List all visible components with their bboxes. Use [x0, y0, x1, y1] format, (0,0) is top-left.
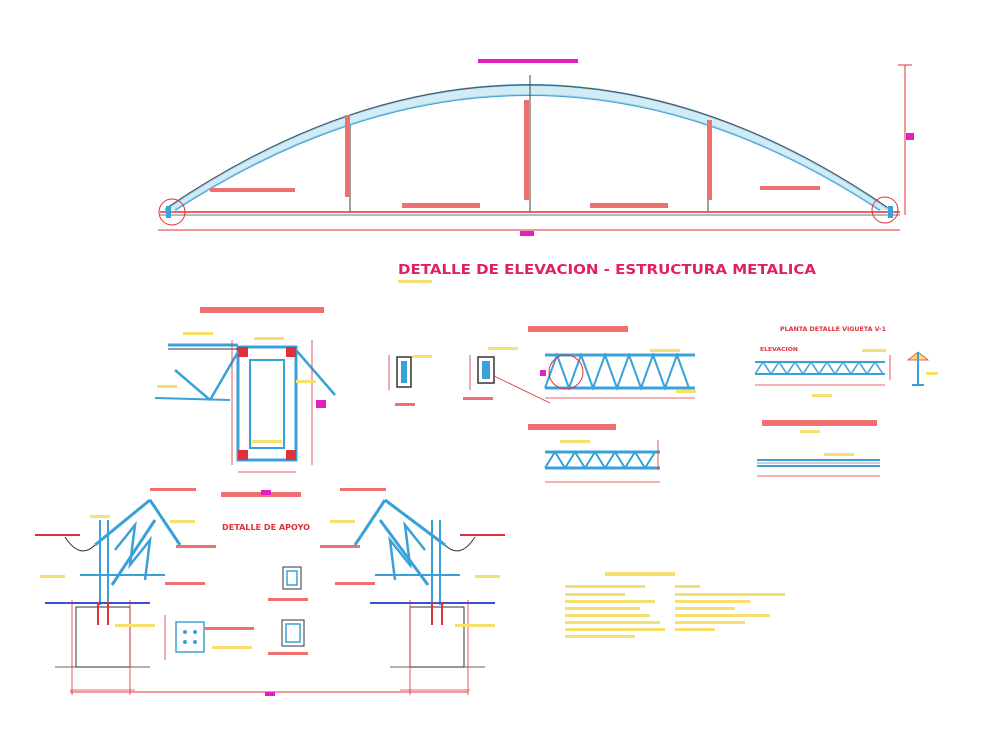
main-title-underline	[398, 280, 432, 283]
right-support-circle	[871, 196, 899, 224]
notes-block	[565, 572, 785, 638]
arch-elevation	[158, 59, 914, 236]
apex-label-bar	[478, 59, 578, 63]
label-bar	[345, 115, 350, 197]
plan-title: PLANTA DETALLE VIGUETA V-1	[780, 326, 886, 333]
arch-web-fill	[165, 85, 890, 210]
label-bar	[760, 186, 820, 190]
label-bar	[210, 188, 295, 192]
label-bar	[402, 203, 480, 208]
truss-elevation-v1	[528, 326, 696, 399]
support-title: DETALLE DE APOYO	[222, 523, 310, 532]
column-section-detail	[154, 307, 336, 497]
support-detail-right	[320, 488, 505, 695]
height-dim-label	[906, 133, 914, 140]
support-plate-sections	[164, 566, 308, 660]
truss-elevation-v2	[528, 424, 660, 483]
main-title: DETALLE DE ELEVACION - ESTRUCTURA METALI…	[398, 263, 816, 278]
plan-detail-v1: PLANTA DETALLE VIGUETA V-1 ELEVACION	[754, 326, 938, 397]
channel-detail-2	[463, 347, 551, 404]
label-bar	[707, 120, 712, 200]
support-detail-left	[35, 488, 216, 695]
span-dim-label	[520, 231, 534, 236]
elevation-label: ELEVACION	[760, 347, 798, 353]
label-bar	[590, 203, 668, 208]
plan-detail-v2	[757, 420, 880, 477]
arch-inner-chord	[174, 94, 881, 211]
arch-upper-dark-line	[167, 84, 888, 208]
left-support-circle	[158, 198, 186, 226]
channel-detail-1	[388, 355, 432, 406]
label-bar	[524, 100, 529, 200]
